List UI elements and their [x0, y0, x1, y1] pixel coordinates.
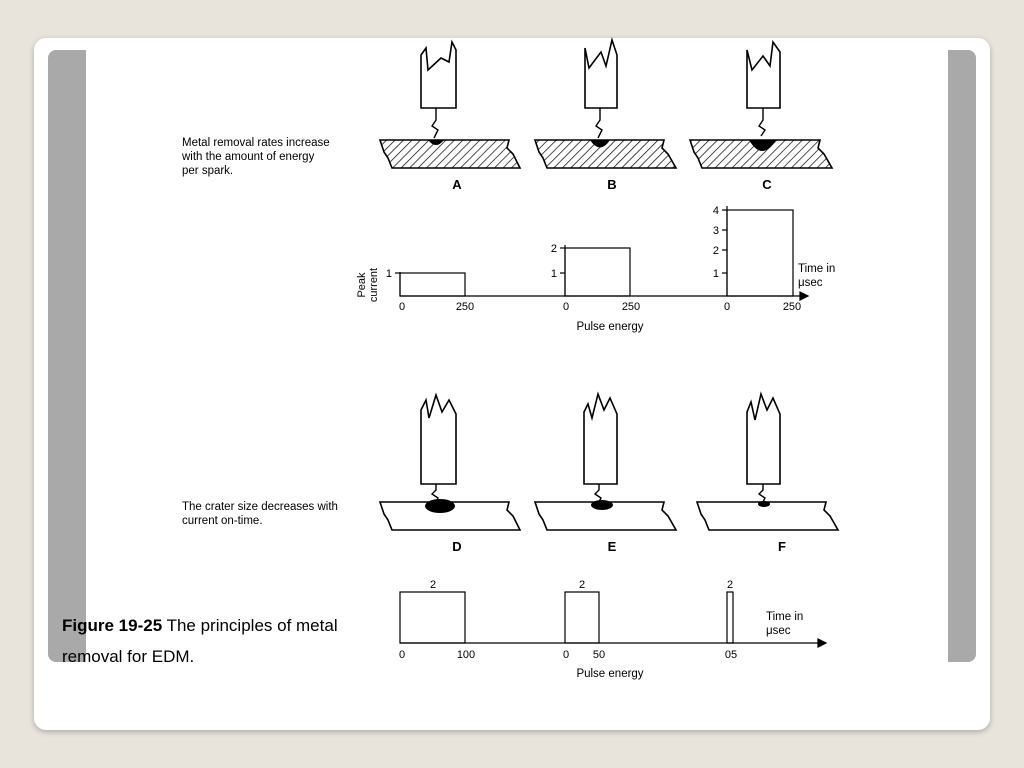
plot-b-ytick-2: 2 [551, 243, 557, 255]
workpiece-e [533, 500, 678, 531]
y-axis-label-line-2: current [368, 268, 380, 302]
left-side-bar [48, 50, 86, 662]
pulse-e-peak: 2 [579, 579, 585, 591]
plot-a-xtick-0: 0 [399, 301, 405, 313]
caption-figure-number: Figure 19-25 [62, 616, 163, 635]
pulse-b [564, 247, 631, 297]
plot-d-xtick-100: 100 [457, 649, 475, 661]
electrode-b [584, 37, 618, 139]
bottom-note-line-1: The crater size decreases with [182, 501, 338, 513]
plot-a-xtick-250: 250 [456, 301, 474, 313]
electrode-f [746, 391, 781, 503]
top-note-line-2: with the amount of energy [181, 151, 315, 163]
top-note-line-3: per spark. [182, 165, 233, 177]
plot-c-xtick-0: 0 [724, 301, 730, 313]
pulse-a [399, 272, 466, 297]
plot-e-xtick-50: 50 [593, 649, 605, 661]
pulse-d [399, 591, 466, 644]
electrode-e [583, 391, 618, 503]
right-side-bar [948, 50, 976, 662]
panel-label-c: C [762, 177, 772, 192]
panel-label-a: A [452, 177, 462, 192]
figure-caption: Figure 19-25 The principles of metal rem… [62, 610, 362, 672]
plot-b-ytick-1: 1 [551, 268, 557, 280]
y-axis-label-line-1: Peak [356, 272, 368, 298]
bottom-x-axis-title: Pulse energy [576, 668, 643, 680]
electrode-a [420, 39, 457, 139]
panel-label-e: E [608, 539, 617, 554]
plot-c-ytick-1: 1 [713, 268, 719, 280]
plot-b-xtick-250: 250 [622, 301, 640, 313]
plot-c-xtick-250: 250 [783, 301, 801, 313]
bottom-arrowhead [817, 638, 828, 648]
plot-d-xtick-0: 0 [399, 649, 405, 661]
panel-label-f: F [778, 539, 786, 554]
plot-e-xtick-0: 0 [563, 649, 569, 661]
plot-c-ytick-3: 3 [713, 225, 719, 237]
top-time-label-1: Time in [798, 263, 835, 275]
top-note-line-1: Metal removal rates increase [182, 137, 330, 149]
plot-a-ytick-1: 1 [386, 268, 392, 280]
top-pulse-plots [395, 206, 810, 301]
plot-c-ytick-2: 2 [713, 245, 719, 257]
panel-label-d: D [452, 539, 461, 554]
pulse-f [726, 591, 734, 644]
pulse-c [726, 209, 794, 297]
pulse-d-peak: 2 [430, 579, 436, 591]
top-arrowhead [799, 291, 810, 301]
bottom-note-line-2: current on-time. [182, 515, 263, 527]
panel-label-b: B [607, 177, 616, 192]
workpiece-c [688, 139, 834, 169]
bottom-time-label-1: Time in [766, 611, 803, 623]
top-x-axis-title: Pulse energy [576, 321, 643, 333]
caption-text: The principles of metal removal for EDM. [62, 616, 338, 666]
workpiece-a [378, 139, 522, 169]
bottom-time-label-2: μsec [766, 625, 791, 637]
electrode-d [420, 392, 457, 503]
pulse-f-peak: 2 [727, 579, 733, 591]
plot-c-ytick-4: 4 [713, 205, 719, 217]
workpiece-b [533, 139, 678, 169]
pulse-e [564, 591, 600, 644]
plot-f-xtick-05: 05 [725, 649, 737, 661]
bottom-pulse-plots [399, 591, 828, 648]
top-time-label-2: μsec [798, 277, 823, 289]
workpiece-d [378, 499, 522, 531]
electrode-c [746, 39, 781, 137]
workpiece-f [695, 501, 840, 531]
plot-b-xtick-0: 0 [563, 301, 569, 313]
